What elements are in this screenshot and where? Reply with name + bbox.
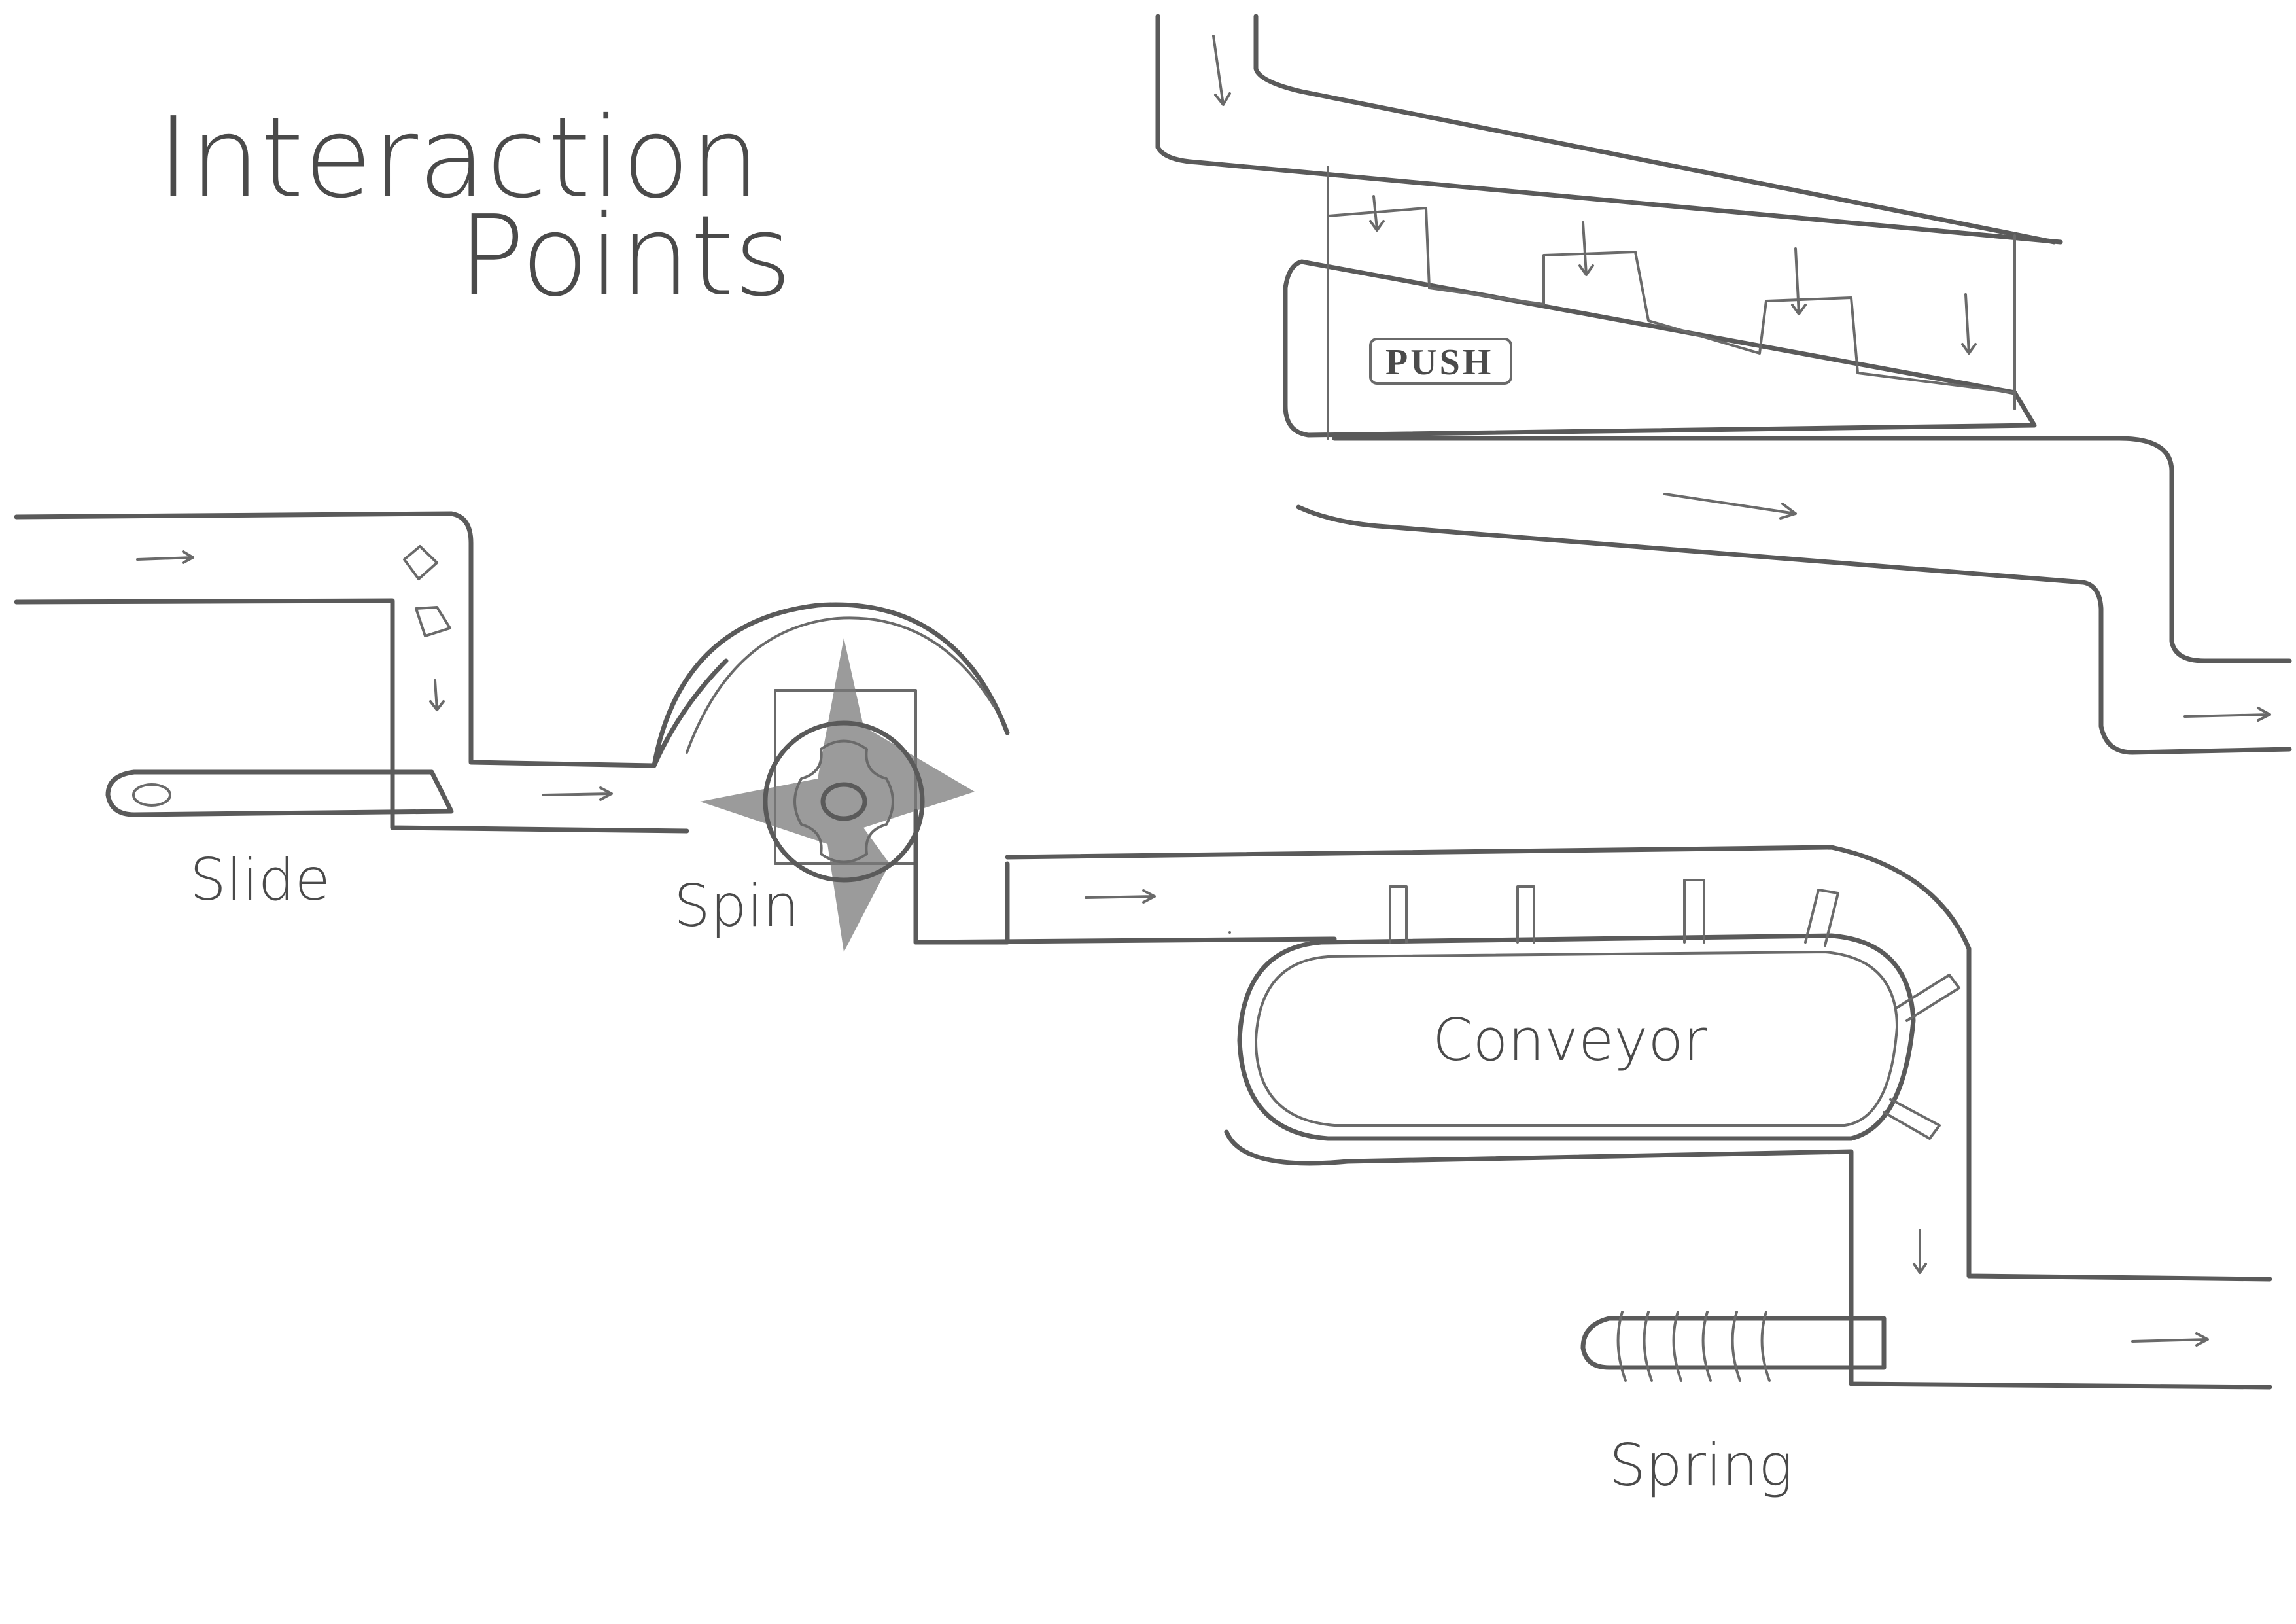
arrow-down-icon (1913, 1229, 1927, 1274)
arrow-right-icon (2183, 707, 2271, 722)
spring-mechanism: Spring (1580, 1311, 1887, 1499)
entry-channel (14, 511, 729, 834)
arrow-right-icon (542, 786, 613, 801)
arrow-right-icon (1085, 889, 1156, 904)
title-line-1: Interaction (157, 94, 760, 223)
spin-wheel-icon (763, 720, 925, 883)
conveyor-paddle-icon (1683, 879, 1705, 944)
arrow-down-icon (1578, 221, 1594, 276)
lower-track (1224, 1129, 2272, 1390)
spin-label: Spin (674, 872, 799, 940)
slide-mechanism: Slide (105, 769, 454, 913)
arrow-right-icon (1663, 493, 1797, 520)
conveyor-mechanism: Conveyor (1237, 879, 1960, 1141)
push-label: PUSH (1385, 342, 1493, 383)
conveyor-paddle-icon (1896, 974, 1960, 1022)
spring-label: Spring (1609, 1432, 1793, 1499)
conveyor-paddle-icon (1804, 889, 1839, 947)
spin-mechanism: Spin (652, 602, 1010, 952)
falling-block-icon (415, 606, 451, 637)
spring-coil-icon (1616, 1311, 1771, 1382)
title-line-2: Points (458, 192, 792, 321)
middle-track (913, 845, 2272, 1282)
diagram-title: Interaction Points (157, 94, 792, 321)
conveyor-paddle-icon (1389, 885, 1408, 944)
conveyor-label: Conveyor (1433, 1006, 1707, 1074)
arrow-down-icon (1791, 247, 1807, 315)
push-teeth-icon (1327, 207, 2016, 394)
arrow-down-icon (429, 679, 445, 711)
arrow-right-icon (2131, 1332, 2209, 1347)
arrow-right-icon (136, 550, 194, 564)
push-sign (1369, 338, 1512, 385)
push-mechanism: PUSH (1155, 14, 2292, 755)
slide-handle-icon (132, 783, 171, 807)
slide-label: Slide (190, 846, 330, 913)
arrow-down-icon (1212, 35, 1231, 106)
falling-block-icon (403, 545, 438, 580)
conveyor-paddle-icon (1516, 885, 1535, 944)
arrow-down-icon (1961, 293, 1977, 355)
arrow-down-icon (1369, 195, 1385, 232)
conveyor-paddle-icon (1883, 1098, 1941, 1140)
spin-blade-icon (700, 638, 975, 952)
